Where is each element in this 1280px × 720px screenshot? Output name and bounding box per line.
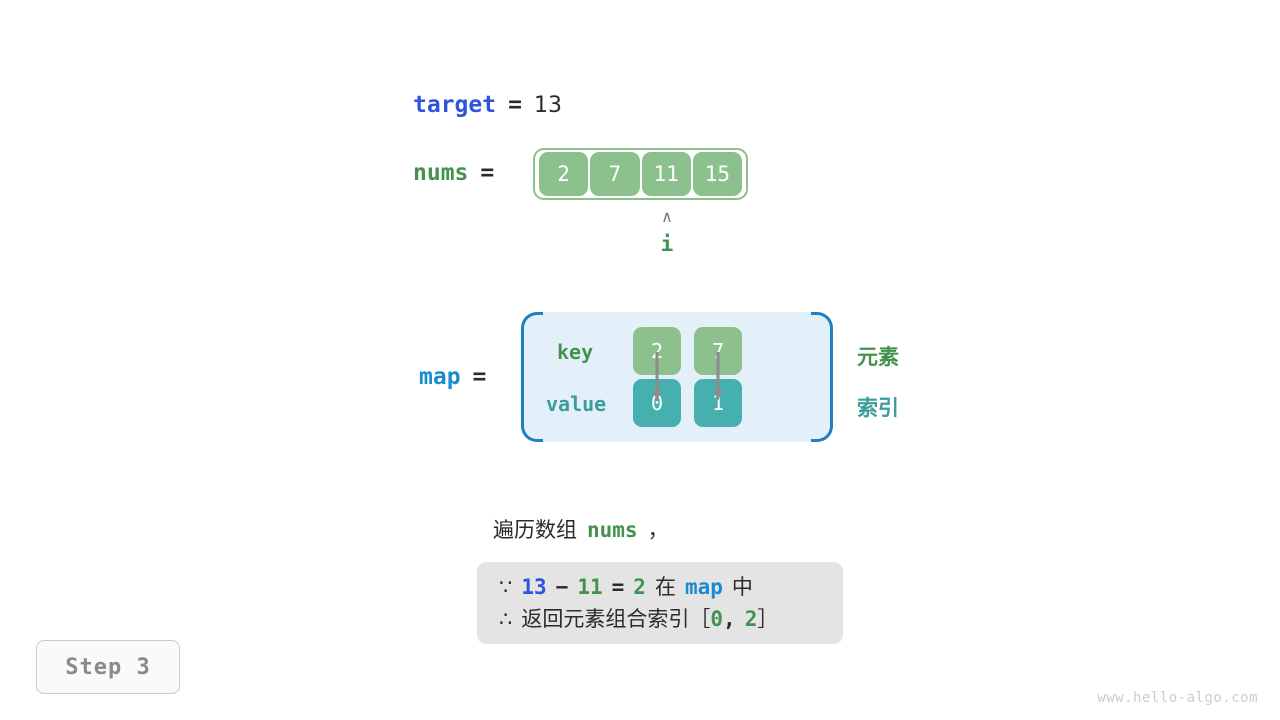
map-bracket-left — [521, 312, 543, 442]
array-cell: 2 — [539, 152, 589, 196]
therefore-symbol-icon: ∴ — [499, 607, 513, 631]
target-variable-name: target — [413, 92, 497, 118]
traverse-description: 遍历数组 nums ， — [493, 514, 669, 544]
pointer-caret-icon: ∧ — [661, 207, 673, 226]
explanation-note-box: ∵ 13 − 11 = 2 在 map 中 ∴ 返回元素组合索引 ［ 0 , 2… — [477, 562, 843, 644]
map-side-label-index: 索引 — [857, 396, 899, 420]
note-return-index-1: 2 — [744, 607, 758, 631]
map-row-label-key: key — [557, 340, 594, 364]
map-variable-name: map — [419, 364, 461, 390]
note-line-2: ∴ 返回元素组合索引 ［ 0 , 2 ］ — [499, 603, 821, 635]
array-cell: 7 — [590, 152, 640, 196]
nums-variable-label: nums = — [413, 160, 494, 186]
map-value-cell: 0 — [633, 379, 681, 427]
note-operand-a: 13 — [521, 575, 547, 599]
map-key-cell: 2 — [633, 327, 681, 375]
nums-equals-sign: = — [480, 160, 495, 186]
traverse-prefix-text: 遍历数组 — [493, 518, 577, 542]
map-side-label-element: 元素 — [857, 345, 899, 369]
note-result-c: 2 — [633, 575, 646, 599]
map-bracket-right — [811, 312, 833, 442]
map-equals-sign: = — [472, 364, 487, 390]
map-key-cell: 7 — [694, 327, 742, 375]
target-value: 13 — [533, 93, 562, 118]
nums-array-container: 2 7 11 15 — [533, 148, 748, 200]
watermark-url: www.hello-algo.com — [1097, 690, 1258, 706]
note-bracket-open: ［ — [689, 607, 711, 631]
pointer-label-i: i — [660, 232, 674, 256]
note-bracket-close: ］ — [757, 607, 779, 631]
map-variable-label: map = — [419, 364, 486, 390]
array-cell: 15 — [692, 152, 742, 196]
note-return-text: 返回元素组合索引 — [521, 607, 690, 631]
because-symbol-icon: ∵ — [499, 575, 513, 599]
note-line-1: ∵ 13 − 11 = 2 在 map 中 — [499, 571, 821, 603]
note-minus-sign: − — [555, 575, 569, 599]
target-declaration: target = 13 — [413, 92, 562, 118]
note-map-keyword: map — [684, 575, 723, 599]
array-cell: 11 — [641, 152, 691, 196]
step-badge: Step 3 — [36, 640, 180, 694]
traverse-suffix-text: ， — [647, 518, 669, 542]
note-equals-sign: = — [611, 575, 625, 599]
map-row-label-value: value — [546, 392, 607, 416]
note-zai-text: 在 — [654, 575, 676, 599]
note-return-index-0: 0 — [710, 607, 724, 631]
note-return-comma: , — [723, 607, 736, 631]
nums-variable-name: nums — [413, 160, 469, 186]
note-zhong-text: 中 — [731, 575, 753, 599]
traverse-code-nums: nums — [587, 518, 638, 542]
note-operand-b: 11 — [577, 575, 603, 599]
target-equals-sign: = — [508, 92, 522, 118]
map-value-cell: 1 — [694, 379, 742, 427]
